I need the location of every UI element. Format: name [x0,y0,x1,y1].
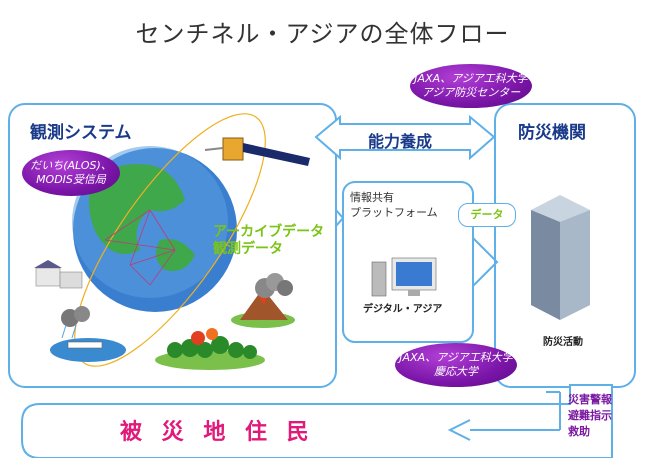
info-bubble-line-2: 慶応大学 [433,365,478,378]
observation-to-info-arrow [335,207,345,229]
digital-asia-label: デジタル・アジア [363,304,443,315]
capacity-bubble: JAXA、アジア工科大学 アジア防災センター [410,64,532,108]
houses-icon [34,260,83,289]
building-icon [531,195,590,320]
capacity-arrow [314,114,496,161]
side-labels: 災害警報 避難指示 救助 [568,392,612,440]
page-title: センチネル・アジアの全体フロー [135,20,510,48]
volcano-icon [231,273,295,328]
capacity-bubble-line-2: アジア防災センター [421,86,521,99]
observation-network [104,209,176,286]
info-bubble-line-1: JAXA、アジア工科大学 [399,351,513,364]
info-platform-line-1: 情報共有 [350,191,394,204]
disaster-agency-label: 防災機関 [518,123,586,143]
data-tag: データ [458,203,516,227]
residents-label: 被 災 地 住 民 [120,420,315,445]
satellite-orbit [74,113,266,367]
forest-fire-icon [155,328,265,370]
daichi-modis-bubble: だいち(ALOS)、 MODIS受信局 [22,150,120,196]
daichi-bubble-line-1: だいち(ALOS)、 [30,159,112,172]
agency-to-residents-arrow [447,419,471,441]
capacity-bubble-line-1: JAXA、アジア工科大学 [414,72,528,85]
info-platform-line-2: プラットフォーム [350,206,438,219]
disaster-warning-label: 災害警報 [568,393,612,406]
info-bubble: JAXA、アジア工科大学 慶応大学 [395,343,517,387]
evacuation-order-label: 避難指示 [568,409,612,422]
disaster-activity-label: 防災活動 [543,337,583,348]
archive-data-line-2: 観測データ [213,241,283,257]
info-platform-label: 情報共有 プラットフォーム [350,190,438,220]
residents-bar [21,384,613,458]
computer-icon [371,257,437,297]
observation-system-label: 観測システム [30,123,132,143]
archive-data-text: アーカイブデータ 観測データ [213,224,324,258]
daichi-bubble-line-2: MODIS受信局 [36,173,106,186]
capacity-label: 能力養成 [368,132,433,151]
flood-icon [50,306,126,362]
satellite-icon [204,137,310,166]
rescue-label: 救助 [568,425,590,438]
info-to-agency-arrow [472,237,499,287]
archive-data-line-1: アーカイブデータ [213,224,325,240]
